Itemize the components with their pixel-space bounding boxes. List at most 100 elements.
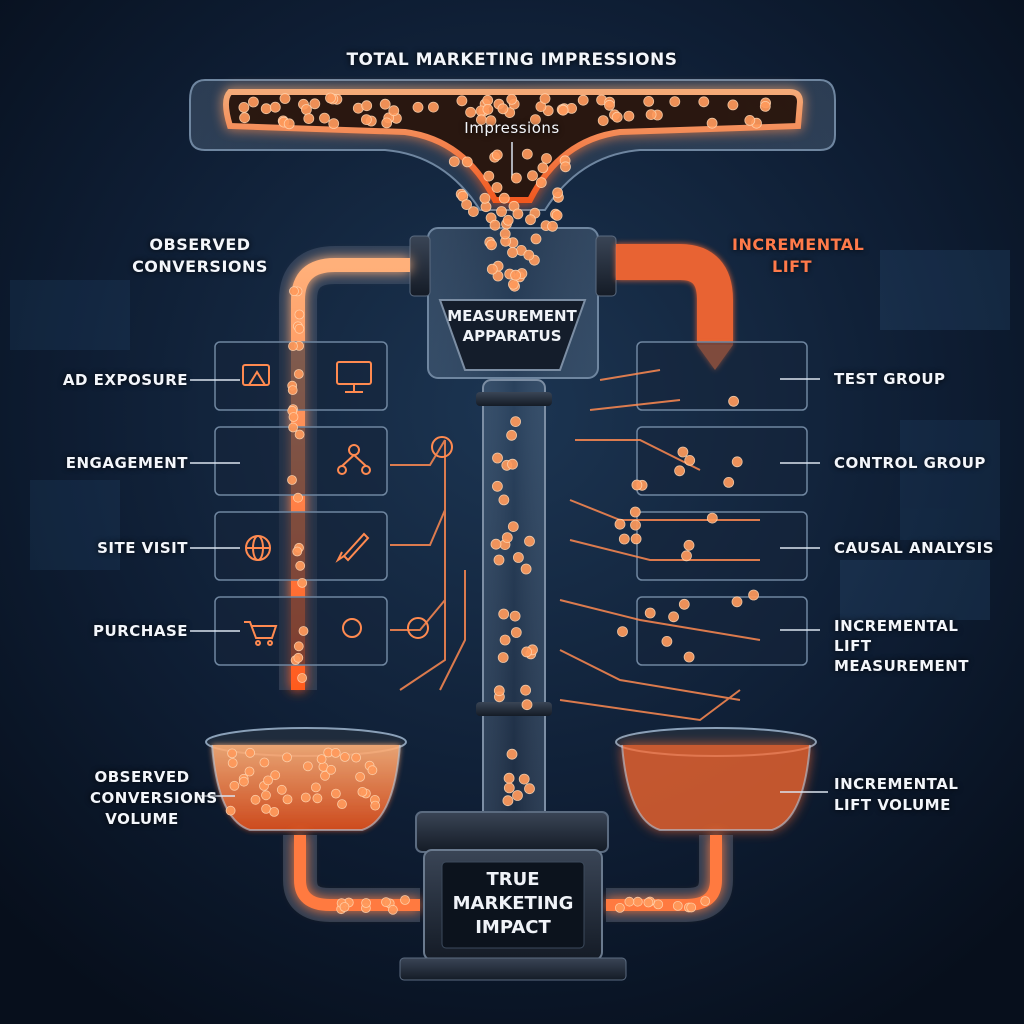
flow-orb (677, 446, 689, 458)
flow-orb (661, 636, 673, 647)
flow-orb (539, 93, 551, 104)
flow-orb (238, 776, 249, 787)
flow-orb (379, 98, 391, 110)
flow-orb (427, 101, 439, 113)
flow-orb (684, 454, 696, 466)
observed-pipe (279, 246, 410, 690)
flow-orb (287, 385, 298, 396)
observed-volume-label: OBSERVED CONVERSIONS VOLUME (90, 768, 218, 828)
flow-orb (520, 563, 532, 575)
flow-orb (482, 94, 494, 106)
flow-orb (269, 101, 281, 113)
flow-orb (686, 902, 697, 913)
flow-orb (497, 652, 509, 663)
globe-icon (245, 535, 271, 561)
flow-orb (295, 560, 306, 571)
flow-orb (239, 112, 251, 124)
flow-orb (551, 209, 563, 221)
flow-orb (293, 369, 304, 379)
flow-orb (537, 162, 549, 174)
flow-orb (530, 233, 542, 245)
flow-orb (388, 105, 400, 117)
flow-orb (269, 807, 280, 817)
cart-icon (244, 621, 278, 646)
flow-orb (731, 596, 743, 608)
flow-orb (381, 117, 393, 129)
flow-orb (302, 761, 313, 772)
flow-orb (310, 782, 321, 793)
step-control-group: CONTROL GROUP (834, 454, 986, 472)
flow-orb (298, 626, 309, 636)
flow-orb (361, 898, 372, 908)
flow-orb (227, 748, 238, 759)
flow-orb (483, 170, 495, 182)
flow-orb (357, 787, 368, 797)
diagram-title: TOTAL MARKETING IMPRESSIONS (346, 50, 678, 70)
flow-orb (521, 699, 533, 711)
flow-orb (294, 323, 305, 334)
flow-orb (316, 754, 327, 764)
flow-orb (631, 479, 643, 491)
flow-orb (506, 429, 518, 441)
flow-orb (524, 535, 535, 547)
flow-orb (604, 99, 615, 111)
flow-orb (461, 199, 473, 211)
flow-orb (623, 110, 635, 122)
flow-orb (506, 94, 518, 105)
flow-orb (250, 794, 261, 805)
flow-orb (614, 518, 626, 530)
flow-orb (297, 578, 308, 588)
flow-orb (260, 103, 272, 115)
flow-orb (668, 611, 679, 623)
flow-orb (381, 897, 391, 907)
flow-orb (653, 899, 664, 910)
flow-orb (309, 98, 321, 110)
flow-orb (351, 752, 362, 763)
flow-orb (706, 512, 718, 524)
flow-orb (465, 106, 477, 118)
flow-orb (759, 101, 771, 112)
flow-orb (502, 214, 514, 226)
flow-orb (525, 214, 536, 226)
flow-orb (630, 519, 641, 531)
flow-orb (300, 792, 311, 803)
network-icon (337, 444, 371, 475)
flow-orb (387, 904, 398, 915)
flow-orb (674, 465, 685, 477)
measurement-housing (409, 227, 617, 379)
flow-orb (288, 341, 298, 352)
flow-orb (485, 115, 497, 127)
flow-orb (225, 805, 236, 816)
flow-orb (700, 896, 711, 906)
flow-orb (507, 458, 518, 470)
flow-orb (678, 598, 690, 610)
flow-orb (727, 99, 739, 111)
flow-orb (518, 773, 530, 785)
flow-orb (501, 532, 513, 543)
flow-orb (328, 118, 340, 129)
flow-orb (489, 219, 501, 231)
flow-orb (645, 109, 657, 120)
flow-orb (560, 161, 571, 173)
flow-orb (293, 492, 303, 503)
flow-orb (482, 104, 494, 115)
flow-orb (698, 96, 710, 108)
flow-orb (527, 170, 538, 182)
flow-orb (643, 96, 655, 107)
flow-orb (461, 156, 473, 168)
flow-orb (355, 772, 366, 782)
flow-orb (512, 790, 523, 801)
flow-orb (360, 114, 372, 125)
flow-orb (512, 208, 524, 220)
impact-machine (399, 811, 627, 981)
observed-conversions-label: OBSERVED CONVERSIONS (132, 235, 268, 276)
flow-orb (523, 249, 535, 261)
flow-orb (486, 263, 498, 275)
flow-orb (276, 784, 287, 795)
flow-orb (400, 895, 410, 905)
flow-orb (320, 770, 330, 781)
flow-orb (270, 770, 281, 781)
flow-orb (510, 627, 522, 638)
